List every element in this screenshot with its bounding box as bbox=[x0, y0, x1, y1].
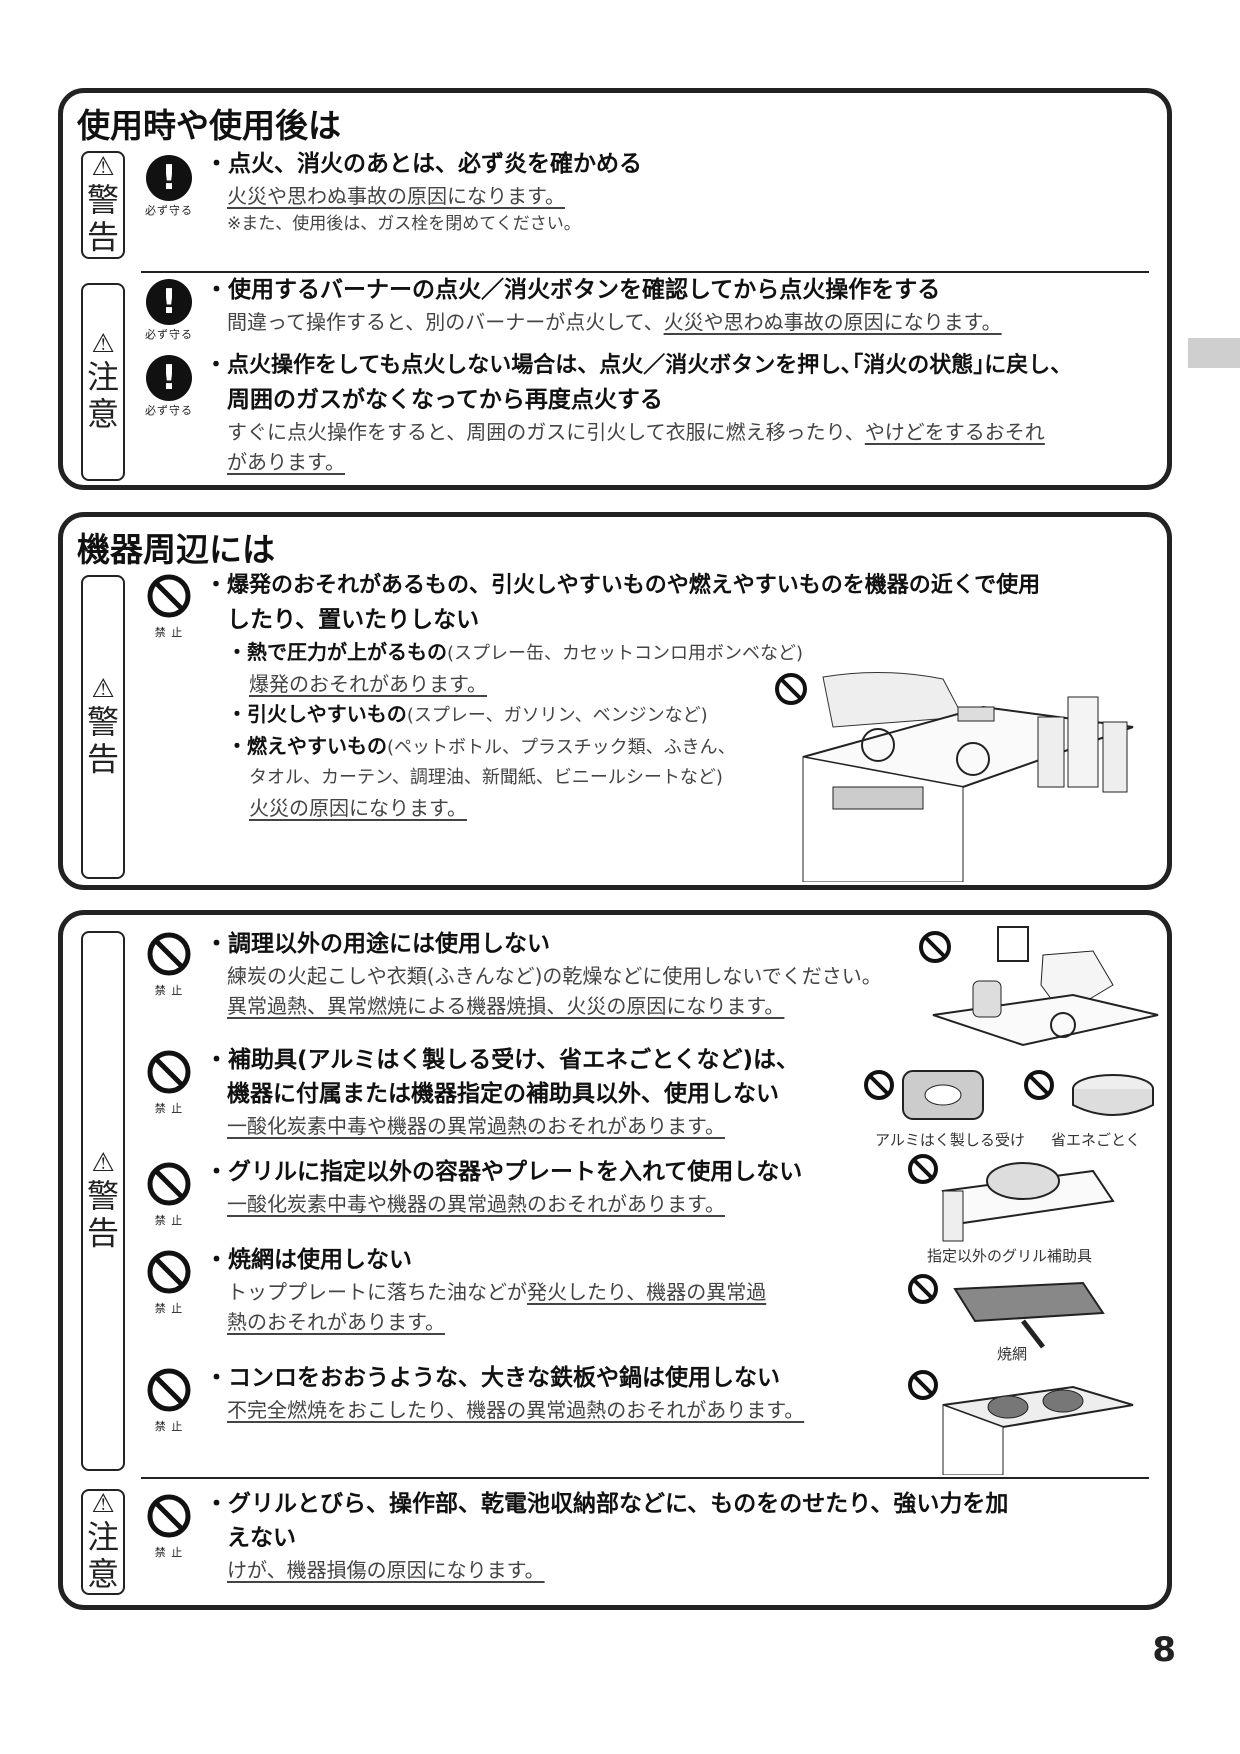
warning-triangle-icon: ⚠ bbox=[91, 1489, 115, 1520]
warning-triangle-icon: ⚠ bbox=[91, 152, 115, 183]
warning-item: ・コンロをおおうような、大きな鉄板や鍋は使用しない 不完全燃焼をおこしたり、機器… bbox=[205, 1365, 805, 1422]
eco-trivet-caption: 省エネごとく bbox=[1051, 1131, 1141, 1149]
panel-title: 使用時や使用後は bbox=[77, 106, 341, 145]
prohibit-icon: 禁 止 bbox=[139, 1367, 199, 1434]
warning-badge: ⚠ 警 告 bbox=[81, 931, 125, 1471]
warning-item: ・焼網は使用しない トッププレートに落ちた油などが発火したり、機器の異常過 熱の… bbox=[205, 1247, 767, 1334]
caution-badge: ⚠ 注 意 bbox=[81, 1489, 125, 1595]
warning-badge: ⚠ 警 告 bbox=[81, 151, 125, 259]
section-index-tab bbox=[1188, 338, 1240, 368]
warning-item: ・調理以外の用途には使用しない 練炭の火起こしや衣類(ふきんなど)の乾燥などに使… bbox=[205, 931, 882, 1018]
warning-item: ・補助具(アルミはく製しる受け、省エネごとくなど)は、 機器に付属または機器指定… bbox=[205, 1047, 799, 1138]
must-do-icon: !必ず守る bbox=[139, 355, 199, 418]
warning-triangle-icon: ⚠ bbox=[91, 329, 115, 360]
caution-item: ・使用するバーナーの点火／消火ボタンを確認してから点火操作をする 間違って操作す… bbox=[205, 277, 1002, 334]
grill-net-illustration bbox=[908, 1274, 1105, 1349]
drying-cloth-on-stove-illustration bbox=[919, 926, 1159, 1047]
prohibit-icon: 禁 止 bbox=[139, 573, 199, 640]
prohibit-icon: 禁 止 bbox=[139, 1049, 199, 1116]
must-do-icon: !必ず守る bbox=[139, 279, 199, 342]
warning-triangle-icon: ⚠ bbox=[91, 1148, 115, 1179]
iron-plate-on-stove-illustration bbox=[908, 1370, 1134, 1475]
caution-item: ・グリルとびら、操作部、乾電池収納部などに、ものをのせたり、強い力を加 えない … bbox=[205, 1491, 1009, 1582]
stove-with-flammables-illustration bbox=[775, 671, 1134, 882]
prohibit-icon: 禁 止 bbox=[139, 1249, 199, 1316]
warning-item: ・グリルに指定以外の容器やプレートを入れて使用しない 一酸化炭素中毒や機器の異常… bbox=[205, 1159, 803, 1216]
panel-title: 機器周辺には bbox=[77, 530, 275, 569]
grill-accessory-caption: 指定以外のグリル補助具 bbox=[927, 1247, 1093, 1265]
section-divider bbox=[141, 1477, 1149, 1479]
warning-item: ・点火、消火のあとは、必ず炎を確かめる 火災や思わぬ事故の原因になります。 ※ま… bbox=[205, 151, 642, 234]
aluminum-drip-tray-illustration bbox=[864, 1070, 984, 1120]
foil-tray-caption: アルミはく製しる受け bbox=[875, 1131, 1025, 1149]
warning-triangle-icon: ⚠ bbox=[91, 674, 115, 705]
panel-usage-restrictions: ⚠ 警 告 禁 止 ・調理以外の用途には使用しない 練炭の火起こしや衣類(ふきん… bbox=[58, 910, 1172, 1610]
prohibit-icon: 禁 止 bbox=[139, 1493, 199, 1560]
warning-badge: ⚠ 警 告 bbox=[81, 575, 125, 879]
section-divider bbox=[141, 271, 1149, 273]
eco-trivet-illustration bbox=[1024, 1070, 1154, 1116]
grill-accessory-illustration bbox=[908, 1154, 1115, 1242]
panel-during-after-use: 使用時や使用後は ⚠ 警 告 !必ず守る ・点火、消火のあとは、必ず炎を確かめる… bbox=[58, 88, 1172, 490]
grill-net-caption: 焼網 bbox=[997, 1345, 1028, 1363]
prohibit-icon: 禁 止 bbox=[139, 931, 199, 998]
must-do-icon: !必ず守る bbox=[139, 155, 199, 218]
prohibit-icon: 禁 止 bbox=[139, 1161, 199, 1228]
page-number: 8 bbox=[1152, 1630, 1176, 1670]
caution-item: ・点火操作をしても点火しない場合は、点火／消火ボタンを押し､｢消火の状態｣に戻し… bbox=[205, 353, 1073, 474]
warning-item: ・爆発のおそれがあるもの、引火しやすいものや燃えやすいものを機器の近くで使用 し… bbox=[205, 573, 1041, 820]
panel-around-appliance: 機器周辺には ⚠ 警 告 禁 止 ・爆発のおそれがあるもの、引火しやすいものや燃… bbox=[58, 512, 1172, 890]
caution-badge: ⚠ 注 意 bbox=[81, 283, 125, 481]
